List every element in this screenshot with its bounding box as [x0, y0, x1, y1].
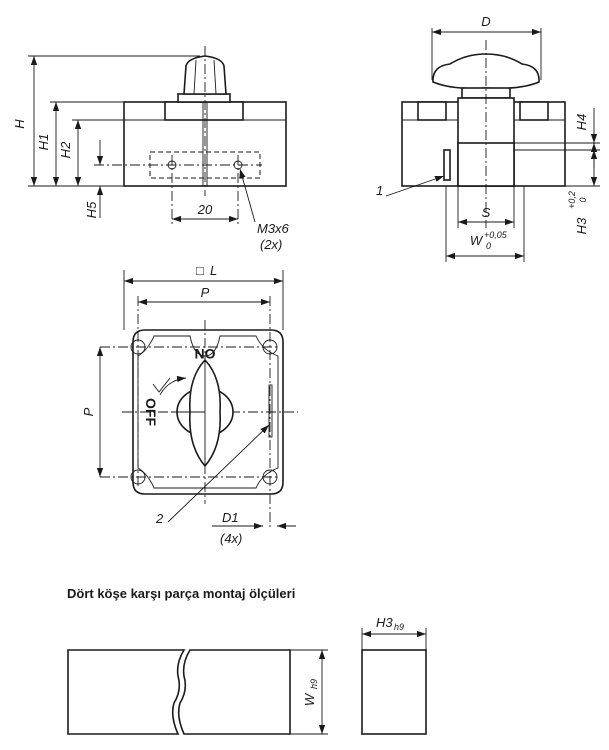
side-view: D H4 H3 +0,2 0 S W +0,05 0 1 [376, 14, 600, 262]
dim-H3-tol-lower: 0 [578, 197, 588, 202]
thread-leader [239, 168, 256, 223]
dim-H1-label: H1 [36, 134, 51, 151]
dim-H3-h9-label: H3 [376, 615, 393, 630]
dim-D-label: D [481, 14, 490, 29]
counterpart-view: W h9 H3 h9 [67, 615, 427, 735]
counterpart-bar-left [67, 649, 186, 735]
dim-L-label: L [210, 263, 217, 278]
checkmark-icon [152, 377, 171, 393]
side-top-plate-right [519, 101, 549, 121]
dim-W-label: W [470, 233, 484, 248]
front-collar [177, 93, 231, 103]
dim-H3-label: H3 [574, 217, 589, 234]
callout-2-leader [167, 424, 270, 523]
side-slot-indicator [268, 384, 273, 438]
counterpart-section [361, 649, 427, 735]
dim-W-tol-lower: 0 [486, 241, 491, 251]
direction-arrow-icon [159, 375, 187, 396]
dim-H2-label: H2 [58, 141, 73, 158]
dim-hole-spacing-label: 20 [197, 202, 213, 217]
front-top-plate [164, 101, 244, 121]
callout-1-leader [385, 175, 445, 197]
thread-qty-label: (2x) [260, 237, 282, 252]
side-pin [443, 149, 451, 181]
counterpart-heading: Dört köşe karşı parça montaj ölçüleri [67, 586, 295, 601]
dim-D1-qty: (4x) [220, 531, 242, 546]
dim-L-square: □ [196, 263, 204, 278]
callout-2-label: 2 [155, 511, 164, 526]
thread-label: M3x6 [257, 221, 290, 236]
dim-H4-label: H4 [574, 114, 589, 131]
side-top-plate-left [417, 101, 447, 121]
off-label: OFF [143, 398, 159, 426]
dim-H3-tol-upper: +0,2 [567, 191, 577, 209]
dim-S-label: S [482, 205, 491, 220]
dim-P-vertical-label: P [81, 407, 96, 416]
dim-W-h9-label: W [302, 692, 317, 706]
callout-1-label: 1 [376, 183, 383, 198]
dim-W-h9-sub: h9 [309, 679, 319, 689]
dim-P-horizontal-label: P [201, 285, 210, 300]
dim-H-label: H [12, 119, 27, 129]
front-knob-ridge-2 [213, 59, 217, 95]
counterpart-bar-right [177, 649, 291, 735]
on-label: ON [195, 346, 216, 362]
front-knob-ridge-1 [193, 59, 197, 95]
dim-H5-label: H5 [84, 201, 99, 218]
front-view: H H1 H2 H5 20 M3x6 (2x) [12, 46, 290, 252]
dim-D1-label: D1 [222, 510, 239, 525]
dim-W-tol-upper: +0,05 [484, 230, 508, 240]
dim-H3-h9-sub: h9 [394, 622, 404, 632]
top-view: ON OFF □ L P P D1 (4x) 2 [81, 263, 298, 546]
